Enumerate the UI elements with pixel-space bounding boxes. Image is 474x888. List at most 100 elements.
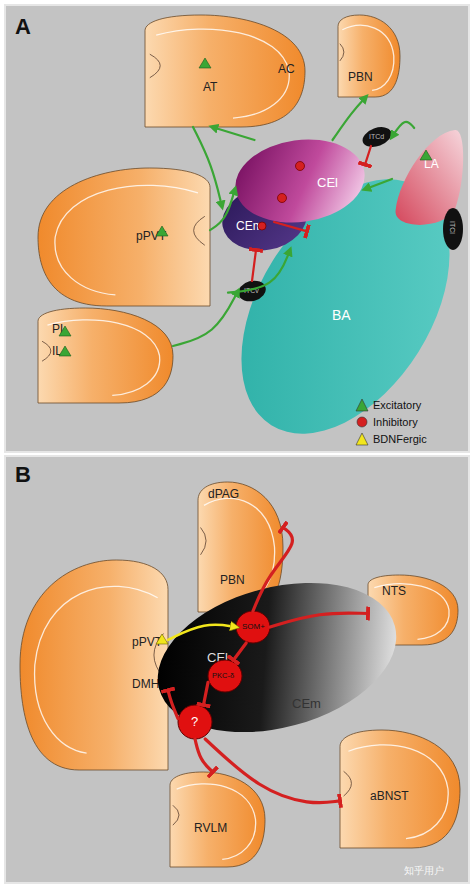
region-label: ITCd bbox=[369, 133, 384, 140]
region-outline bbox=[20, 560, 168, 770]
cortex-contour bbox=[204, 498, 275, 601]
nucleus-shape bbox=[360, 123, 394, 150]
panel-letter: B bbox=[15, 464, 31, 486]
cortex-contour bbox=[55, 185, 198, 295]
inhibitory-projection bbox=[274, 222, 307, 231]
excitatory-projection bbox=[365, 179, 392, 189]
region-label: RVLM bbox=[194, 822, 227, 834]
region-label: NTS bbox=[382, 585, 406, 597]
region-label: AC bbox=[278, 63, 295, 75]
legend-text: Inhibitory bbox=[373, 417, 418, 428]
region-label: ITCv bbox=[244, 287, 259, 294]
inhibitory-projection bbox=[204, 682, 209, 705]
section-outline bbox=[338, 15, 400, 97]
ventricle-mark bbox=[340, 44, 344, 61]
nucleus-shape bbox=[198, 142, 474, 471]
region-label: PBN bbox=[220, 574, 245, 586]
excitatory-projection bbox=[228, 250, 290, 293]
region-label: ITCl bbox=[449, 221, 456, 234]
nucleus-shape bbox=[178, 705, 212, 739]
excitatory-neuron bbox=[59, 346, 71, 356]
cortex-contour bbox=[177, 784, 256, 859]
excitatory-neuron bbox=[156, 226, 168, 236]
section-outline bbox=[20, 560, 168, 770]
inhibitory-neuron bbox=[296, 162, 305, 171]
nucleus-shape bbox=[443, 208, 463, 250]
legend-swatch bbox=[355, 432, 369, 446]
region-node: PKC-δ bbox=[208, 660, 242, 692]
region-label: CEl bbox=[317, 176, 338, 189]
region-node: ITCv bbox=[238, 281, 266, 301]
bdnf-neuron bbox=[156, 634, 168, 644]
region-outline bbox=[170, 772, 265, 867]
region-node: PLIL bbox=[38, 308, 173, 403]
excitatory-projection bbox=[173, 291, 238, 346]
nucleus-shape bbox=[236, 611, 270, 643]
inhibitory-projection bbox=[205, 739, 340, 803]
region-label: DMH bbox=[132, 678, 159, 690]
region-label: aBNST bbox=[370, 790, 409, 802]
section-outline bbox=[38, 308, 173, 403]
nucleus-shape bbox=[141, 558, 413, 756]
region-label: pPVT bbox=[132, 636, 162, 648]
region-outline bbox=[340, 730, 460, 848]
swatch-triangle bbox=[356, 433, 368, 445]
inhibitory-projection bbox=[270, 613, 368, 627]
nucleus-shape bbox=[208, 660, 242, 692]
excitatory-projection bbox=[333, 97, 366, 140]
brain-section bbox=[20, 560, 168, 770]
legend-item: Inhibitory bbox=[355, 415, 465, 431]
region-outline bbox=[338, 15, 400, 97]
brain-section bbox=[338, 15, 400, 97]
region-label: IL bbox=[52, 345, 62, 357]
region-label: SOM+ bbox=[242, 623, 265, 631]
excitatory-neuron bbox=[199, 58, 211, 68]
region-node: pPVT bbox=[38, 168, 210, 306]
swatch-circle bbox=[357, 417, 367, 427]
region-label: AT bbox=[203, 81, 217, 93]
region-node: ? bbox=[178, 705, 212, 739]
region-label: BA bbox=[332, 308, 351, 322]
region-node: ITCl bbox=[443, 208, 463, 250]
excitatory-projection bbox=[168, 625, 236, 640]
inhibitory-projection bbox=[365, 146, 371, 165]
excitatory-projection bbox=[392, 122, 414, 137]
cortex-contour bbox=[47, 320, 159, 395]
legend-text: BDNFergic bbox=[373, 434, 427, 445]
ventricle-mark bbox=[150, 54, 160, 78]
legend-item: BDNFergic bbox=[355, 432, 465, 448]
region-outline bbox=[235, 140, 365, 222]
region-label: PKC-δ bbox=[212, 672, 234, 680]
section-outline bbox=[170, 772, 265, 867]
legend-text: Excitatory bbox=[373, 400, 421, 411]
region-label: PBN bbox=[348, 71, 373, 83]
ventricle-mark bbox=[173, 805, 179, 825]
section-outline bbox=[340, 730, 460, 848]
brain-section bbox=[38, 308, 173, 403]
region-label: dPAG bbox=[208, 488, 239, 500]
excitatory-projection bbox=[193, 127, 222, 207]
region-node: ITCd bbox=[362, 128, 392, 146]
legend-item: Excitatory bbox=[355, 398, 465, 414]
region-label: LA bbox=[424, 158, 439, 170]
excitatory-neuron bbox=[420, 150, 432, 160]
region-outline bbox=[38, 168, 210, 306]
region-node: PBN bbox=[338, 15, 400, 97]
ventricle-mark bbox=[42, 341, 51, 361]
inhibitory-neuron bbox=[278, 194, 287, 203]
cortex-contour bbox=[342, 25, 394, 90]
brain-section bbox=[170, 772, 265, 867]
ventricle-mark bbox=[201, 528, 207, 555]
region-label: pPVT bbox=[136, 230, 166, 242]
watermark: 知乎用户 bbox=[404, 866, 444, 876]
region-label: CEm bbox=[292, 697, 321, 710]
region-node: CElCEmSOM+PKC-δ? bbox=[152, 575, 402, 740]
region-node: RVLM bbox=[170, 772, 265, 867]
inhibitory-projection bbox=[253, 528, 292, 612]
brain-section bbox=[145, 15, 305, 127]
region-node: AT AC bbox=[145, 15, 305, 127]
swatch-triangle bbox=[356, 399, 368, 411]
region-label: ? bbox=[191, 715, 198, 728]
cortex-contour bbox=[348, 745, 448, 839]
brain-section bbox=[340, 730, 460, 848]
